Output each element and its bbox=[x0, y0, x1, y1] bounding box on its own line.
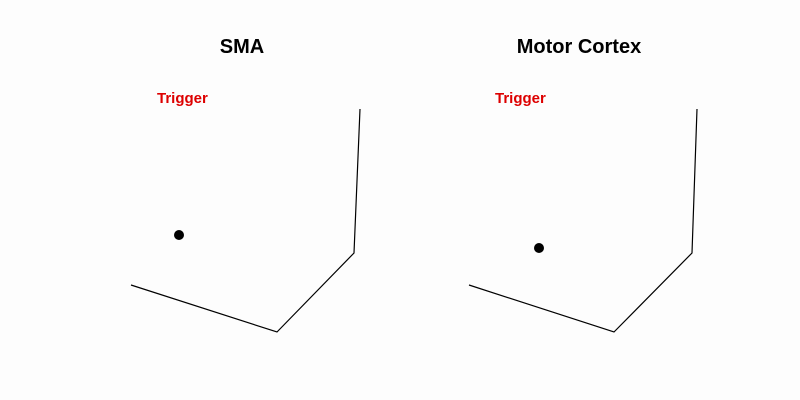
panel-motor-cortex: Motor Cortex Trigger bbox=[468, 36, 698, 333]
axis-frame-sma bbox=[130, 108, 361, 333]
data-point-sma bbox=[174, 230, 184, 240]
data-point-motor-cortex bbox=[534, 243, 544, 253]
panel-title-motor-cortex: Motor Cortex bbox=[517, 36, 641, 58]
axis-frame-motor-cortex bbox=[468, 108, 698, 333]
panel-sma: SMA Trigger bbox=[130, 36, 361, 333]
trigger-label-motor-cortex: Trigger bbox=[495, 90, 546, 107]
trigger-label-sma: Trigger bbox=[157, 90, 208, 107]
panel-title-sma: SMA bbox=[220, 36, 264, 58]
